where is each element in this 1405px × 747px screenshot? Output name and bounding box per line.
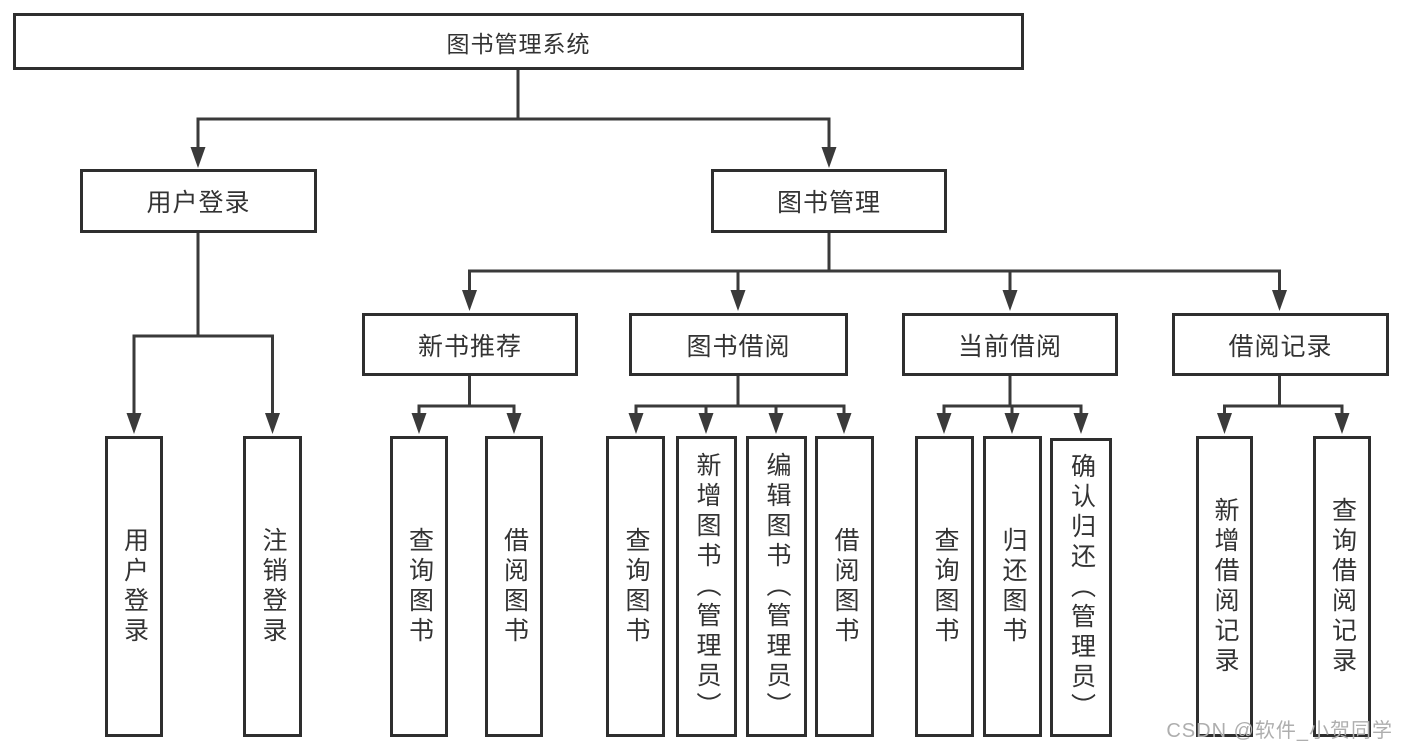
node-library-system: 图书管理系统 [13, 13, 1024, 70]
leaf-query-books-borrow: 查询图书 [606, 436, 665, 737]
leaf-edit-book-admin-label: 编辑图书（管理员） [763, 451, 791, 722]
leaf-borrow-books-label: 借阅图书 [831, 526, 859, 647]
leaf-borrow-books: 借阅图书 [815, 436, 874, 737]
leaf-query-books-recommend: 查询图书 [390, 436, 448, 737]
leaf-logout-label: 注销登录 [259, 526, 287, 647]
leaf-add-book-admin: 新增图书（管理员） [676, 436, 737, 737]
leaf-confirm-return-admin: 确认归还（管理员） [1050, 438, 1112, 737]
leaf-query-books-recommend-label: 查询图书 [405, 526, 434, 647]
leaf-edit-book-admin: 编辑图书（管理员） [746, 436, 807, 737]
leaf-query-borrow-record: 查询借阅记录 [1313, 436, 1371, 737]
leaf-query-books-borrow-label: 查询图书 [622, 526, 650, 647]
leaf-add-borrow-record-label: 新增借阅记录 [1211, 496, 1239, 677]
leaf-logout: 注销登录 [243, 436, 302, 737]
node-new-book-recommend: 新书推荐 [362, 313, 578, 376]
leaf-borrow-books-recommend-label: 借阅图书 [500, 526, 529, 647]
node-user-login: 用户登录 [80, 169, 317, 233]
leaf-user-login-label: 用户登录 [120, 526, 149, 647]
leaf-query-borrow-record-label: 查询借阅记录 [1328, 496, 1357, 677]
node-book-management: 图书管理 [711, 169, 947, 233]
node-book-borrowing: 图书借阅 [629, 313, 848, 376]
leaf-borrow-books-recommend: 借阅图书 [485, 436, 543, 737]
leaf-return-book: 归还图书 [983, 436, 1042, 737]
leaf-add-book-admin-label: 新增图书（管理员） [693, 451, 721, 722]
watermark: CSDN @软件_小贺同学 [1166, 720, 1393, 742]
leaf-user-login: 用户登录 [105, 436, 163, 737]
leaf-query-books-current: 查询图书 [915, 436, 974, 737]
leaf-add-borrow-record: 新增借阅记录 [1196, 436, 1253, 737]
leaf-confirm-return-admin-label: 确认归还（管理员） [1067, 452, 1096, 723]
node-current-borrowing: 当前借阅 [902, 313, 1118, 376]
leaf-query-books-current-label: 查询图书 [931, 526, 959, 647]
node-borrowing-records: 借阅记录 [1172, 313, 1389, 376]
arrow-heads [126, 147, 1350, 434]
connector-path [132, 70, 1344, 416]
leaf-return-book-label: 归还图书 [999, 526, 1027, 647]
